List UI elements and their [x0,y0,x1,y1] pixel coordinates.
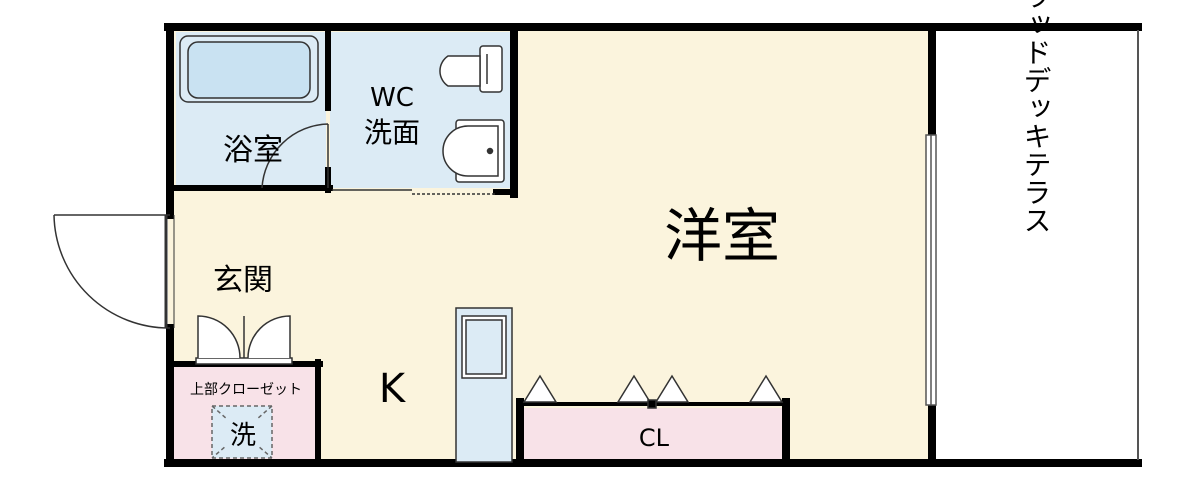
entrance-label: 玄関 [213,263,273,298]
bath-label: 浴室 [223,133,283,168]
wc-label: WC [370,83,414,113]
shoe-cabinet [195,315,293,365]
upper-closet-label: 上部クローゼット [190,382,302,398]
washroom-label: 洗面 [364,116,420,149]
deck-floor [934,28,1138,458]
bathtub-icon [179,35,319,103]
western-room-label: 洋室 [664,202,780,270]
closet-label: CL [639,424,670,452]
closet-hanger-marks [522,374,784,409]
kitchen-label: K [379,366,407,412]
kitchen-counter [455,307,513,463]
entrance-door [53,214,175,329]
toilet-icon [439,45,503,93]
walls [164,23,1142,467]
deck-label: ウッドデッキテラス [1020,0,1053,234]
wc-sliding-door [332,189,496,195]
closet-floor [522,408,786,462]
window [925,134,937,406]
washer-icon [211,405,273,459]
bath-door [261,123,329,189]
washbasin-icon [442,119,505,183]
washer-label: 洗 [230,421,256,451]
